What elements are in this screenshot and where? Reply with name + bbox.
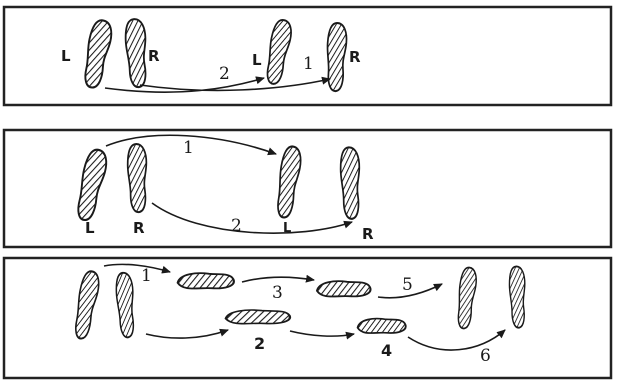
- footprint-left: [276, 145, 302, 218]
- slide-step-mark: [317, 281, 370, 296]
- step-number: 3: [272, 283, 283, 303]
- slide-step-mark: [226, 310, 290, 324]
- step-arrow: [146, 330, 228, 338]
- foot-label-right: R: [362, 225, 374, 243]
- foot-label-left: L: [61, 47, 71, 65]
- step-arrow: [152, 203, 352, 233]
- footprint-left: [73, 270, 100, 340]
- step-arrow: [104, 264, 170, 272]
- step-arrow: [242, 277, 314, 282]
- foot-label-left: L: [85, 219, 95, 237]
- step-number: 2: [254, 334, 265, 353]
- panel-3: 1 2 3 4 5 6: [73, 264, 528, 366]
- panel-1: L R L R 2 1: [61, 18, 361, 92]
- footprint-right: [327, 23, 346, 91]
- footprint-left: [83, 19, 114, 89]
- footprint-left: [265, 19, 293, 86]
- footprint-right: [114, 272, 137, 338]
- step-number: 6: [480, 346, 491, 366]
- footprint-left: [75, 148, 108, 222]
- footprint-right: [339, 147, 363, 220]
- footprint-right: [123, 18, 150, 88]
- step-number: 2: [231, 216, 242, 236]
- step-number: 4: [381, 341, 392, 360]
- foot-label-right: R: [133, 219, 145, 237]
- slide-step-mark: [178, 273, 234, 288]
- panel-2: L R L R 1 2: [75, 135, 374, 243]
- foot-label-right: R: [349, 48, 361, 66]
- step-arrow: [290, 331, 354, 336]
- step-number: 1: [183, 138, 194, 158]
- foot-label-left: L: [252, 51, 262, 69]
- step-number: 5: [402, 275, 413, 295]
- foot-label-right: R: [148, 47, 160, 65]
- slide-step-mark: [358, 319, 406, 334]
- footprint-right: [126, 143, 150, 212]
- step-number: 1: [303, 54, 314, 74]
- step-number: 2: [219, 64, 230, 84]
- footprint-left: [457, 267, 477, 329]
- footprint-right: [508, 266, 528, 328]
- step-number: 1: [141, 266, 152, 286]
